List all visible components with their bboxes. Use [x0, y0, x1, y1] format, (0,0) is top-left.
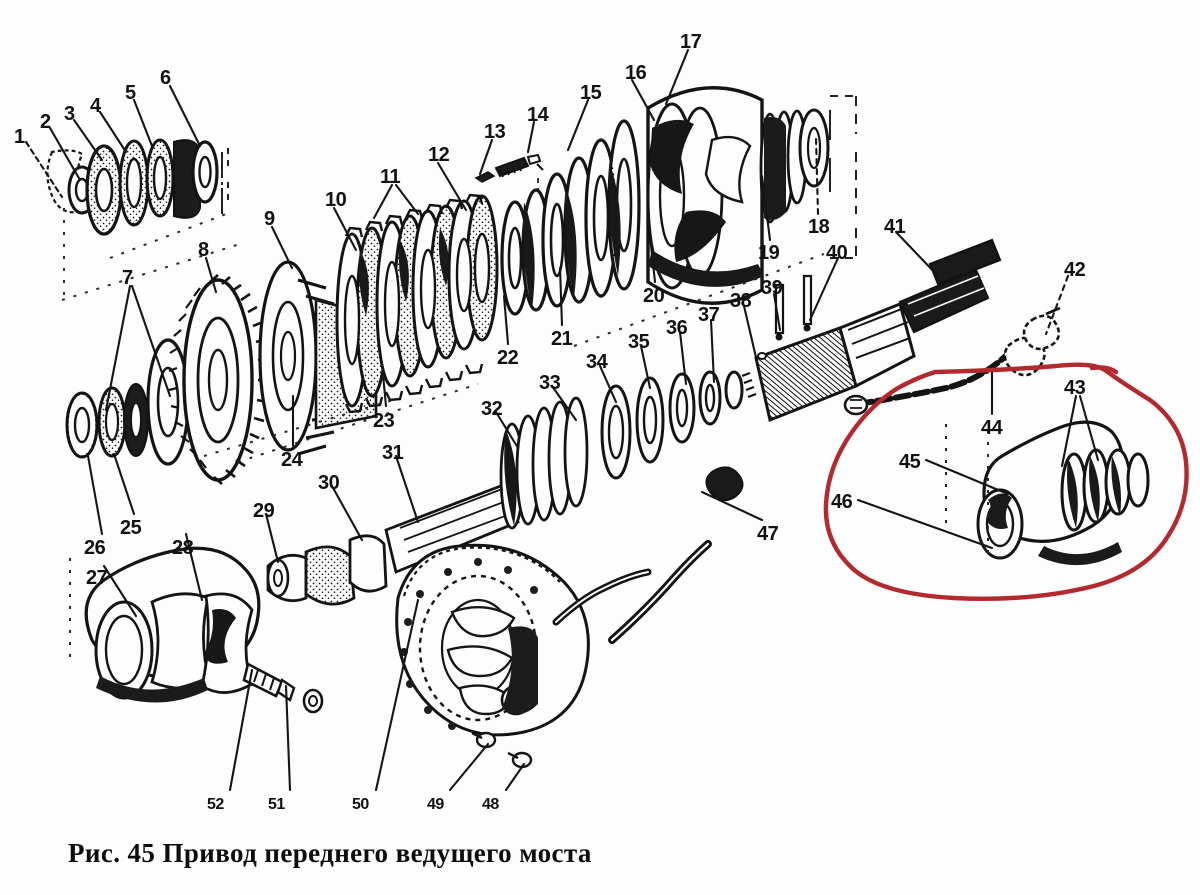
callout-label-35: 35 — [628, 331, 650, 353]
callout-label-50: 50 — [352, 796, 369, 813]
callout-label-10: 10 — [325, 189, 347, 211]
callout-label-23: 23 — [373, 410, 395, 432]
callout-label-3: 3 — [64, 103, 75, 125]
callout-label-44: 44 — [981, 417, 1003, 439]
callout-label-25: 25 — [120, 517, 142, 539]
callout-label-49: 49 — [427, 796, 444, 813]
callout-label-48: 48 — [482, 796, 499, 813]
callout-label-37: 37 — [698, 304, 720, 326]
callout-label-14: 14 — [527, 104, 549, 126]
callout-label-39: 39 — [761, 277, 783, 299]
callout-label-40: 40 — [826, 242, 848, 264]
callout-label-17: 17 — [680, 31, 702, 53]
part-housing-cover — [84, 546, 324, 714]
callout-label-52: 52 — [207, 796, 224, 813]
callout-label-13: 13 — [484, 121, 506, 143]
figure-caption: Рис. 45 Привод переднего ведущего моста — [68, 838, 592, 868]
callout-label-51: 51 — [268, 796, 285, 813]
callout-label-42: 42 — [1064, 259, 1086, 281]
callout-label-8: 8 — [198, 239, 209, 261]
part-wheel-hub-reduction — [395, 543, 652, 769]
part-clutch-housing-drum — [646, 86, 857, 305]
callout-label-24: 24 — [281, 449, 303, 471]
part-output-shaft-assembly — [266, 238, 1002, 606]
callout-label-1: 1 — [14, 126, 25, 148]
callout-label-21: 21 — [551, 328, 573, 350]
callout-label-33: 33 — [539, 372, 561, 394]
callout-label-31: 31 — [382, 442, 404, 464]
callout-label-45: 45 — [899, 451, 921, 473]
part-pin-and-spring — [474, 153, 544, 198]
leader-lines — [24, 48, 1100, 792]
callout-label-22: 22 — [497, 347, 519, 369]
callout-label-26: 26 — [84, 537, 106, 559]
group-bracket-dashes — [61, 158, 989, 658]
part-encircled-coupling — [976, 420, 1150, 566]
callout-label-46: 46 — [831, 491, 853, 513]
callout-label-15: 15 — [580, 82, 602, 104]
callout-label-20: 20 — [643, 285, 665, 307]
callout-label-6: 6 — [160, 67, 171, 89]
callout-label-28: 28 — [172, 537, 194, 559]
callout-label-4: 4 — [90, 95, 101, 117]
callout-label-11: 11 — [380, 166, 401, 188]
callout-label-43: 43 — [1064, 377, 1086, 399]
callout-label-32: 32 — [481, 398, 503, 420]
callout-label-16: 16 — [625, 62, 647, 84]
callout-label-34: 34 — [586, 351, 608, 373]
callout-label-36: 36 — [666, 317, 688, 339]
callout-label-27: 27 — [86, 567, 108, 589]
callout-label-38: 38 — [730, 290, 752, 312]
callout-label-29: 29 — [253, 500, 275, 522]
callout-label-5: 5 — [125, 82, 136, 104]
callout-label-12: 12 — [428, 144, 450, 166]
callout-label-9: 9 — [264, 208, 275, 230]
callout-label-19: 19 — [758, 242, 780, 264]
part-spring-ring-stack — [500, 119, 641, 316]
callout-label-41: 41 — [884, 216, 906, 238]
callout-label-2: 2 — [40, 111, 51, 133]
red-annotation-circle — [823, 362, 1189, 601]
callout-label-47: 47 — [757, 523, 779, 545]
part-seal-bearing-stack — [46, 138, 229, 236]
callout-label-30: 30 — [318, 472, 340, 494]
callout-label-18: 18 — [808, 216, 830, 238]
callout-label-7: 7 — [122, 267, 133, 289]
part-clutch-disc-pack — [335, 193, 499, 414]
